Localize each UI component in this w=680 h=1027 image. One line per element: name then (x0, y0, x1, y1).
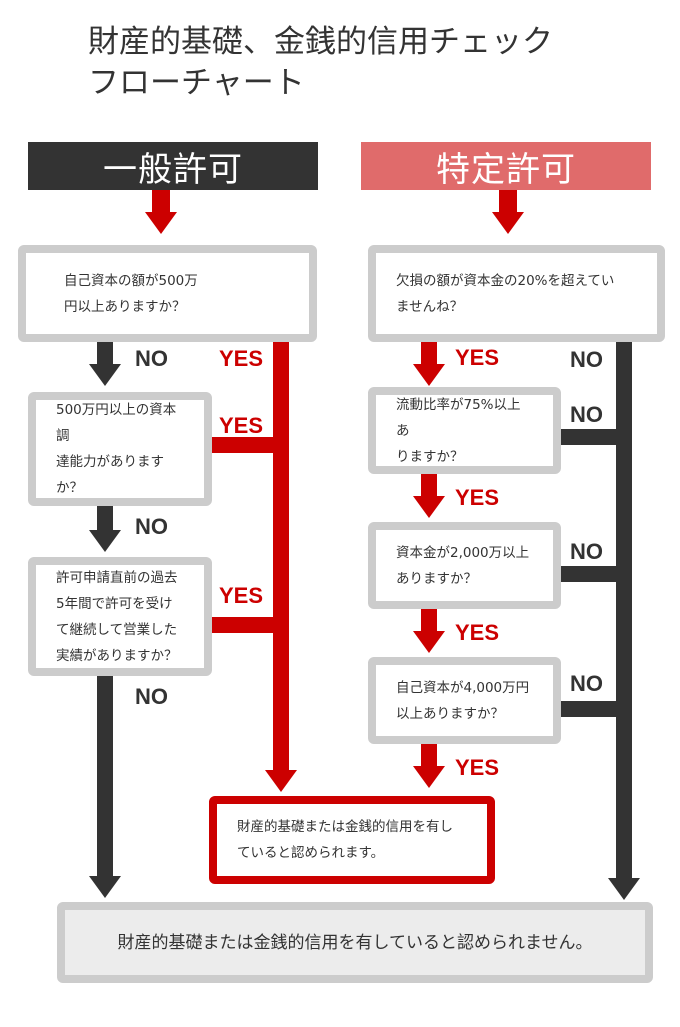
yes-label: YES (455, 485, 500, 510)
connector-line (560, 701, 624, 717)
yes-label: YES (455, 620, 500, 645)
no-label: NO (570, 539, 603, 564)
arrow-shaft (499, 190, 517, 212)
arrow-head (89, 364, 121, 386)
arrow-shaft (421, 609, 437, 631)
arrow-shaft (421, 342, 437, 364)
no-label: NO (135, 514, 168, 539)
yes-label: YES (455, 345, 500, 370)
connector-line (560, 429, 624, 445)
arrow-head (413, 364, 445, 386)
arrow-shaft (421, 474, 437, 496)
connector-line (273, 342, 289, 770)
special-question-2-text: 流動比率が75%以上あ りますか？ (396, 396, 521, 465)
arrow-shaft (97, 342, 113, 364)
special-question-1: 欠損の額が資本金の20%を超えてい ませんね？ (368, 245, 665, 342)
arrow-head (413, 766, 445, 788)
header-special-permit: 特定許可 (361, 142, 651, 190)
yes-label: YES (219, 413, 264, 438)
special-question-2: 流動比率が75%以上あ りますか？ (368, 387, 561, 474)
header-general-label: 一般許可 (103, 149, 243, 190)
connector-line (211, 617, 281, 633)
arrow-head (492, 212, 524, 234)
general-question-1: 自己資本の額が500万 円以上ありますか？ (18, 245, 317, 342)
result-approved: 財産的基礎または金銭的信用を有し ていると認められます。 (209, 796, 495, 884)
no-label: NO (135, 346, 168, 371)
header-special-label: 特定許可 (436, 149, 576, 190)
connector-line (560, 566, 624, 582)
general-question-1-text: 自己資本の額が500万 円以上ありますか？ (64, 272, 198, 315)
connector-line (616, 342, 632, 878)
connector-line (211, 437, 281, 453)
no-label: NO (135, 684, 168, 709)
no-label: NO (570, 402, 603, 427)
header-general-permit: 一般許可 (28, 142, 318, 190)
general-question-2-text: 500万円以上の資本調 達能力がありますか？ (56, 402, 177, 496)
general-question-3-text: 許可申請直前の過去 5年間で許可を受け て継続して営業した 実績がありますか？ (56, 569, 178, 664)
special-question-3: 資本金が2,000万以上 ありますか？ (368, 522, 561, 609)
no-label: NO (570, 671, 603, 696)
special-question-4: 自己資本が4,000万円 以上ありますか？ (368, 657, 561, 744)
arrow-shaft (97, 506, 113, 530)
arrow-head (89, 876, 121, 898)
page-title: 財産的基礎、金銭的信用チェック フローチャート (88, 24, 553, 101)
arrow-head (145, 212, 177, 234)
connector-line (97, 676, 113, 876)
arrow-shaft (421, 744, 437, 766)
yes-label: YES (219, 583, 264, 608)
general-question-2: 500万円以上の資本調 達能力がありますか？ (28, 392, 212, 506)
result-rejected-text: 財産的基礎または金銭的信用を有していると認められません。 (117, 932, 593, 953)
special-question-1-text: 欠損の額が資本金の20%を超えてい ませんね？ (396, 272, 615, 315)
no-label: NO (570, 347, 603, 372)
arrow-head (89, 530, 121, 552)
yes-label: YES (455, 755, 500, 780)
arrow-head (413, 496, 445, 518)
special-question-3-text: 資本金が2,000万以上 ありますか？ (396, 544, 530, 587)
arrow-shaft (152, 190, 170, 212)
arrow-head (413, 631, 445, 653)
arrow-head (608, 878, 640, 900)
result-approved-text: 財産的基礎または金銭的信用を有し ていると認められます。 (237, 819, 453, 861)
yes-label: YES (219, 346, 264, 371)
special-question-4-text: 自己資本が4,000万円 以上ありますか？ (396, 679, 530, 722)
general-question-3: 許可申請直前の過去 5年間で許可を受け て継続して営業した 実績がありますか？ (28, 557, 212, 676)
result-rejected: 財産的基礎または金銭的信用を有していると認められません。 (57, 902, 653, 983)
arrow-head (265, 770, 297, 792)
